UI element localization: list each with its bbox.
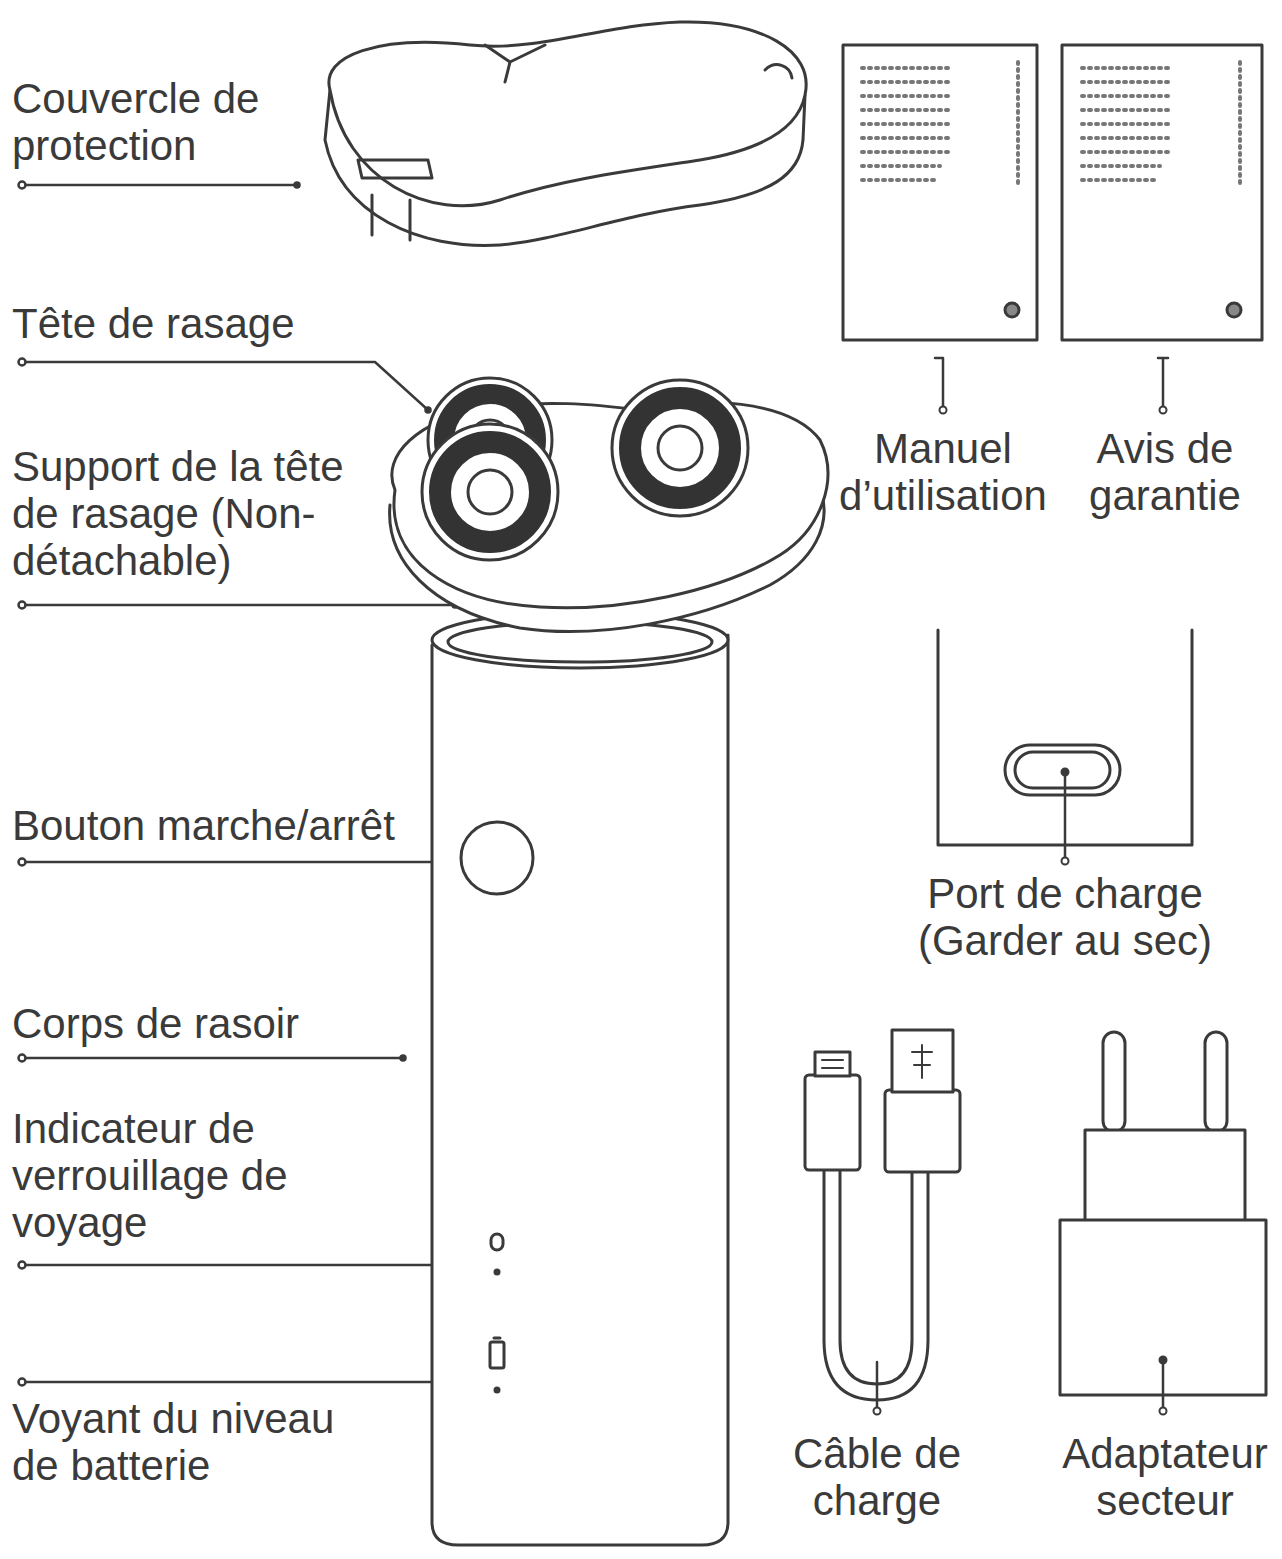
part-label: Tête de rasage bbox=[12, 300, 432, 347]
item-label: Port de charge (Garder au sec) bbox=[900, 870, 1230, 964]
shaving-head bbox=[390, 378, 828, 631]
booklets bbox=[843, 45, 1262, 414]
charging-port bbox=[938, 630, 1192, 865]
part-label: Voyant du niveau de batterie bbox=[12, 1395, 372, 1489]
part-label: Bouton marche/arrêt bbox=[12, 802, 442, 849]
charging-cable bbox=[805, 1030, 960, 1415]
protective-cover bbox=[325, 22, 806, 246]
part-label: Support de la tête de rasage (Non-détach… bbox=[12, 443, 372, 584]
power-adapter bbox=[1060, 1032, 1266, 1415]
shaver-body bbox=[432, 612, 728, 1545]
item-label: Adaptateur secteur bbox=[1055, 1430, 1275, 1524]
item-label: Câble de charge bbox=[777, 1430, 977, 1524]
part-label: Indicateur de verrouillage de voyage bbox=[12, 1105, 312, 1246]
item-label: Manuel d’utilisation bbox=[823, 425, 1063, 519]
part-label: Corps de rasoir bbox=[12, 1000, 402, 1047]
item-label: Avis de garantie bbox=[1065, 425, 1265, 519]
part-label: Couvercle de protection bbox=[12, 75, 312, 169]
